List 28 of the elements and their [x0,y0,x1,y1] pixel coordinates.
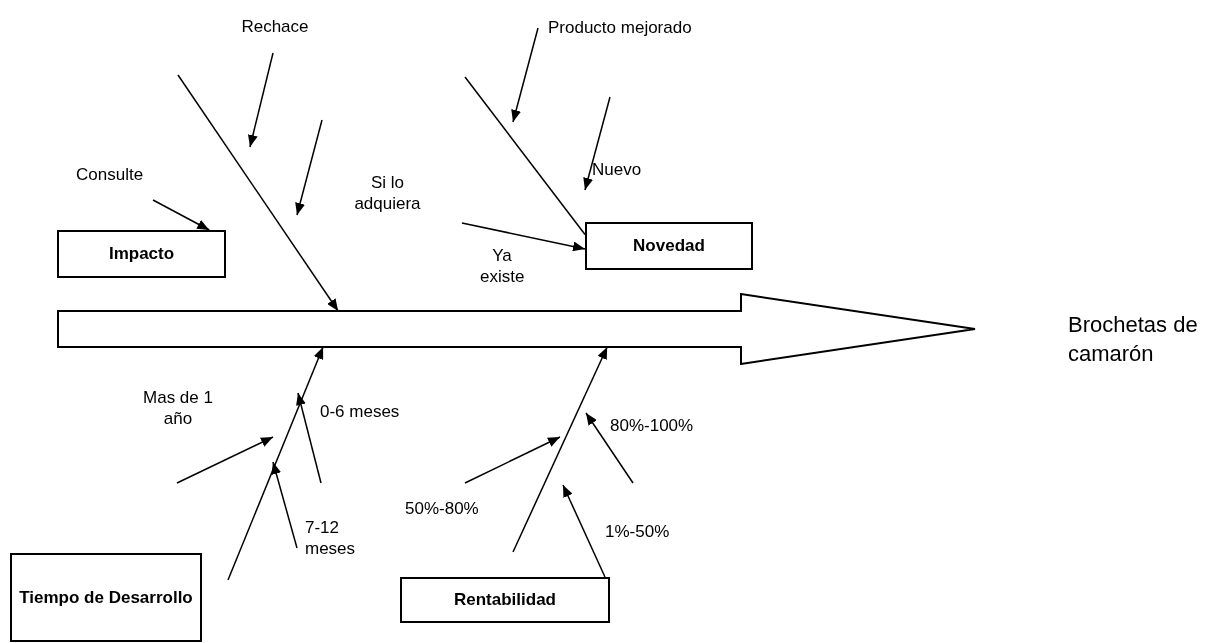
category-box [400,577,610,623]
branch-arrow [177,74,339,312]
cause-label: Si lo adquiera [353,172,422,214]
cause-label: Nuevo [592,159,643,180]
cause-label: Mas de 1 año [142,387,214,429]
category-box [10,553,202,642]
category-box [57,230,226,278]
cause-label: 7-12 meses [305,517,357,559]
cause-label: 80%-100% [610,415,695,436]
category-title: Rentabilidad [454,589,556,611]
cause-label: Consulte [76,164,145,185]
branch-line [464,76,586,236]
cause-label: Ya existe [480,245,524,287]
effect-label: Brochetas de camarón [1068,311,1199,368]
cause-label: 50%-80% [405,498,480,519]
branch-arrow [152,199,210,231]
branch-arrow [461,222,586,252]
category-title: Novedad [633,235,705,257]
branch-arrow [227,346,324,581]
branch-arrow [562,484,606,578]
branch-arrow [512,346,608,553]
cause-label: 0-6 meses [320,401,401,422]
category-title: Tiempo de Desarrollo [19,586,193,609]
cause-label: Producto mejorado [548,17,693,38]
category-title: Impacto [108,243,175,265]
cause-label: 1%-50% [605,521,671,542]
category-box [585,222,753,270]
cause-label: Rechace [240,16,310,37]
